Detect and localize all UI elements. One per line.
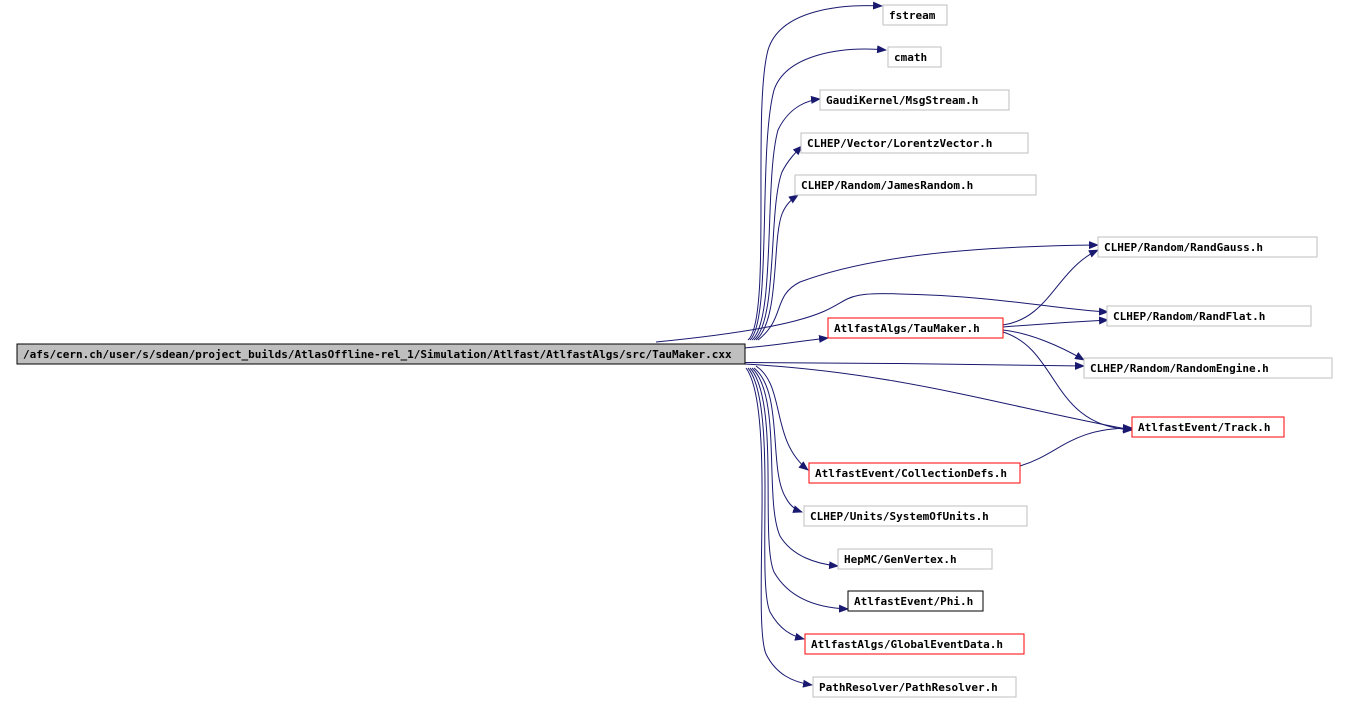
edge-source-to-james [755, 194, 799, 341]
source-file-node[interactable]: /afs/cern.ch/user/s/sdean/project_builds… [16, 343, 746, 365]
edge-source-to-units [753, 367, 803, 513]
edge-collectiondefs-to-track [1019, 424, 1133, 467]
include-label-genvertex: HepMC/GenVertex.h [844, 553, 957, 566]
include-node-lorentz[interactable]: CLHEP/Vector/LorentzVector.h [800, 132, 1029, 154]
include-node-genvertex[interactable]: HepMC/GenVertex.h [837, 548, 993, 570]
include-node-collectiondefs[interactable]: AtlfastEvent/CollectionDefs.h [808, 462, 1021, 484]
include-label-randgauss: CLHEP/Random/RandGauss.h [1104, 241, 1263, 254]
edge-source-to-msgstream [751, 95, 821, 341]
edge-source-to-phi [749, 367, 849, 613]
include-label-lorentz: CLHEP/Vector/LorentzVector.h [807, 137, 992, 150]
include-node-taumakerh[interactable]: AtlfastAlgs/TauMaker.h [827, 317, 1004, 339]
include-node-fstream[interactable]: fstream [882, 4, 948, 26]
include-label-pathresolver: PathResolver/PathResolver.h [819, 681, 998, 694]
edge-taumakerh-to-randflat [1002, 316, 1109, 328]
include-label-james: CLHEP/Random/JamesRandom.h [801, 179, 973, 192]
include-label-phi: AtlfastEvent/Phi.h [854, 595, 973, 608]
include-label-collectiondefs: AtlfastEvent/CollectionDefs.h [815, 467, 1007, 480]
edge-source-to-cmath [749, 45, 887, 341]
include-label-globalevent: AtlfastAlgs/GlobalEventData.h [811, 638, 1003, 651]
edge-source-to-collectiondefs [755, 365, 809, 471]
source-file-label: /afs/cern.ch/user/s/sdean/project_builds… [23, 348, 732, 361]
include-node-randgauss[interactable]: CLHEP/Random/RandGauss.h [1097, 236, 1318, 258]
include-node-pathresolver[interactable]: PathResolver/PathResolver.h [812, 676, 1017, 698]
include-label-fstream: fstream [889, 9, 936, 22]
edge-source-to-taumakerh [743, 334, 829, 349]
include-node-randomengine[interactable]: CLHEP/Random/RandomEngine.h [1083, 357, 1333, 379]
include-label-track: AtlfastEvent/Track.h [1138, 421, 1270, 434]
include-node-track[interactable]: AtlfastEvent/Track.h [1131, 416, 1285, 438]
edge-taumakerh-to-randgauss [1002, 249, 1099, 326]
edge-source-to-fstream [747, 1, 883, 341]
include-label-units: CLHEP/Units/SystemOfUnits.h [810, 510, 989, 523]
include-label-cmath: cmath [894, 51, 927, 64]
include-label-randomengine: CLHEP/Random/RandomEngine.h [1090, 362, 1269, 375]
include-node-randflat[interactable]: CLHEP/Random/RandFlat.h [1106, 305, 1312, 327]
include-node-cmath[interactable]: cmath [887, 46, 942, 68]
edge-source-to-randflat [655, 293, 1109, 343]
include-node-james[interactable]: CLHEP/Random/JamesRandom.h [794, 174, 1037, 196]
include-node-msgstream[interactable]: GaudiKernel/MsgStream.h [819, 89, 1010, 111]
edge-source-to-globalevent [747, 367, 805, 641]
edge-source-to-pathresolver [745, 367, 813, 688]
edge-source-to-genvertex [751, 367, 839, 570]
include-node-globalevent[interactable]: AtlfastAlgs/GlobalEventData.h [804, 633, 1025, 655]
edge-taumakerh-to-track [1002, 331, 1133, 434]
include-label-taumakerh: AtlfastAlgs/TauMaker.h [834, 322, 980, 335]
edge-taumakerh-to-randomengine [1002, 329, 1085, 361]
include-node-units[interactable]: CLHEP/Units/SystemOfUnits.h [803, 505, 1028, 527]
edge-source-to-randgauss [757, 241, 1099, 341]
include-label-msgstream: GaudiKernel/MsgStream.h [826, 94, 978, 107]
include-label-randflat: CLHEP/Random/RandFlat.h [1113, 310, 1265, 323]
edge-source-to-lorentz [753, 145, 803, 341]
edge-source-to-track [743, 363, 1133, 433]
include-node-phi[interactable]: AtlfastEvent/Phi.h [847, 590, 984, 612]
